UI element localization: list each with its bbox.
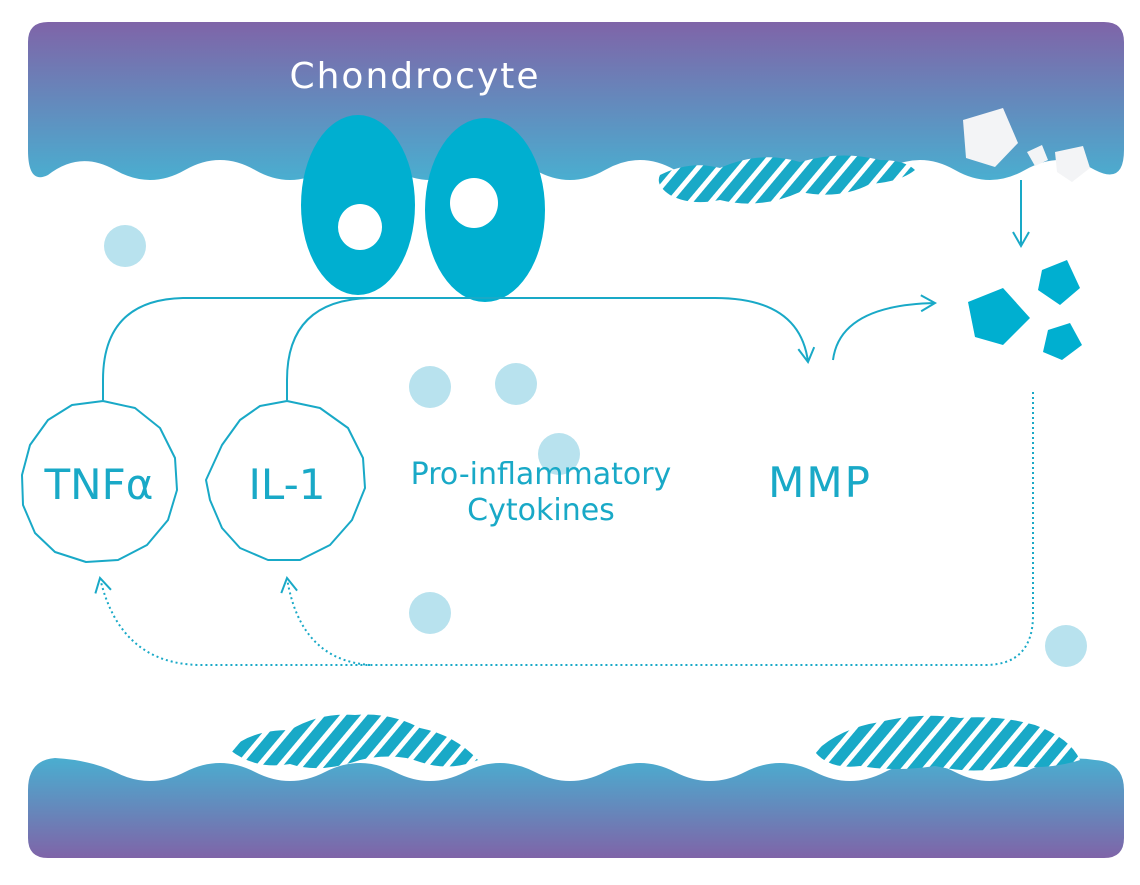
- mmp-label: MMP: [768, 458, 872, 507]
- chondrocyte-nucleus-left: [338, 204, 382, 250]
- bubble: [104, 225, 146, 267]
- feedback-loop-dotted-il1: [280, 576, 371, 666]
- tnf-alpha-molecule: TNFα: [21, 400, 178, 563]
- cytokines-label-line2: Cytokines: [467, 493, 615, 528]
- feedback-loop-dotted: [94, 392, 1034, 666]
- bubble: [538, 433, 580, 475]
- tnf-signal-line: [102, 297, 816, 400]
- tnf-alpha-label: TNFα: [44, 460, 154, 509]
- cartilage-fragments-degraded: [968, 260, 1082, 360]
- bubble: [409, 366, 451, 408]
- cartilage-fragments-released: [963, 108, 1090, 182]
- fragment-teal: [968, 288, 1030, 345]
- bottom-damage-hatch-right: [815, 715, 1080, 771]
- il1-signal-line: [286, 297, 371, 400]
- bottom-damage-hatch-left: [230, 714, 478, 769]
- il1-molecule: IL-1: [205, 400, 366, 561]
- bubble: [409, 592, 451, 634]
- il1-outline: [205, 400, 366, 561]
- cytokines-label-line1: Pro-inflammatory: [411, 457, 672, 492]
- mmp-to-fragments-arrow: [832, 294, 938, 361]
- fragment-light: [963, 108, 1018, 167]
- fragment-teal: [1043, 323, 1082, 360]
- fragment-light: [1027, 145, 1048, 166]
- il1-label: IL-1: [249, 460, 326, 509]
- bubble: [1045, 625, 1087, 667]
- top-damage-hatch: [658, 155, 915, 204]
- top-cartilage-band: [28, 22, 1124, 180]
- bubble: [495, 363, 537, 405]
- cytokine-bubbles: [104, 225, 1087, 667]
- chondrocyte-label: Chondrocyte: [289, 56, 540, 97]
- chondrocyte-nucleus-right: [450, 178, 498, 228]
- fragment-light: [1055, 146, 1090, 182]
- tnf-alpha-outline: [21, 400, 178, 563]
- chondrocyte-cells: [301, 115, 545, 302]
- bottom-cartilage-band: [28, 758, 1124, 858]
- fragment-teal: [1038, 260, 1080, 305]
